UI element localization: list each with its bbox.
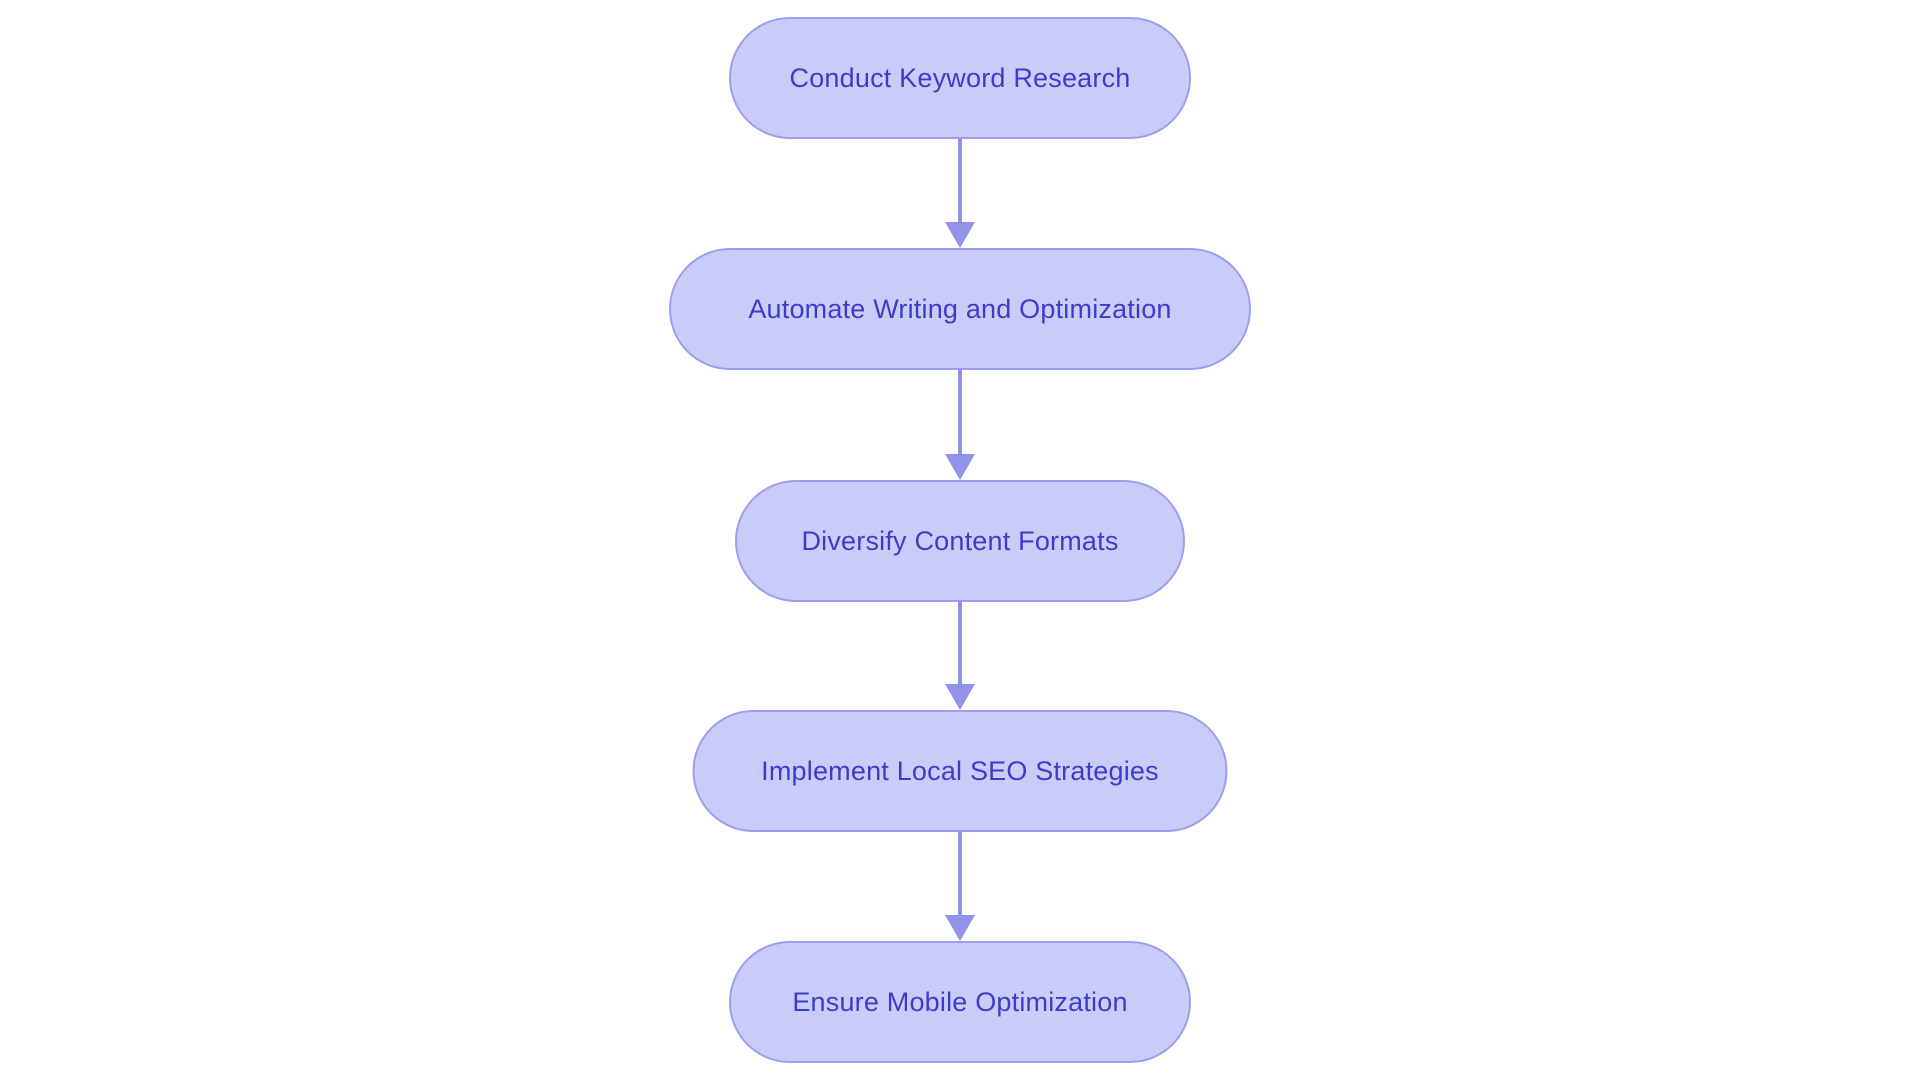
arrowhead-down-icon (945, 454, 975, 480)
flowchart-node-implement-local-seo-strategies: Implement Local SEO Strategies (692, 710, 1228, 832)
node-label: Ensure Mobile Optimization (792, 986, 1128, 1017)
arrow-shaft (958, 832, 962, 915)
node-label: Conduct Keyword Research (789, 62, 1131, 93)
arrow-shaft (958, 602, 962, 684)
flow-arrow-4-to-5 (945, 832, 975, 941)
arrow-shaft (958, 139, 962, 222)
node-label: Automate Writing and Optimization (748, 293, 1172, 324)
flowchart-node-ensure-mobile-optimization: Ensure Mobile Optimization (729, 941, 1191, 1063)
arrowhead-down-icon (945, 222, 975, 248)
flowchart-node-conduct-keyword-research: Conduct Keyword Research (729, 17, 1191, 139)
flowchart-node-automate-writing-and-optimization: Automate Writing and Optimization (669, 248, 1251, 370)
node-label: Implement Local SEO Strategies (761, 755, 1159, 786)
arrowhead-down-icon (945, 684, 975, 710)
flow-arrow-1-to-2 (945, 139, 975, 248)
arrowhead-down-icon (945, 915, 975, 941)
flowchart-node-diversify-content-formats: Diversify Content Formats (735, 480, 1185, 602)
flow-arrow-3-to-4 (945, 602, 975, 710)
arrow-shaft (958, 370, 962, 454)
node-label: Diversify Content Formats (801, 525, 1119, 556)
flow-arrow-2-to-3 (945, 370, 975, 480)
